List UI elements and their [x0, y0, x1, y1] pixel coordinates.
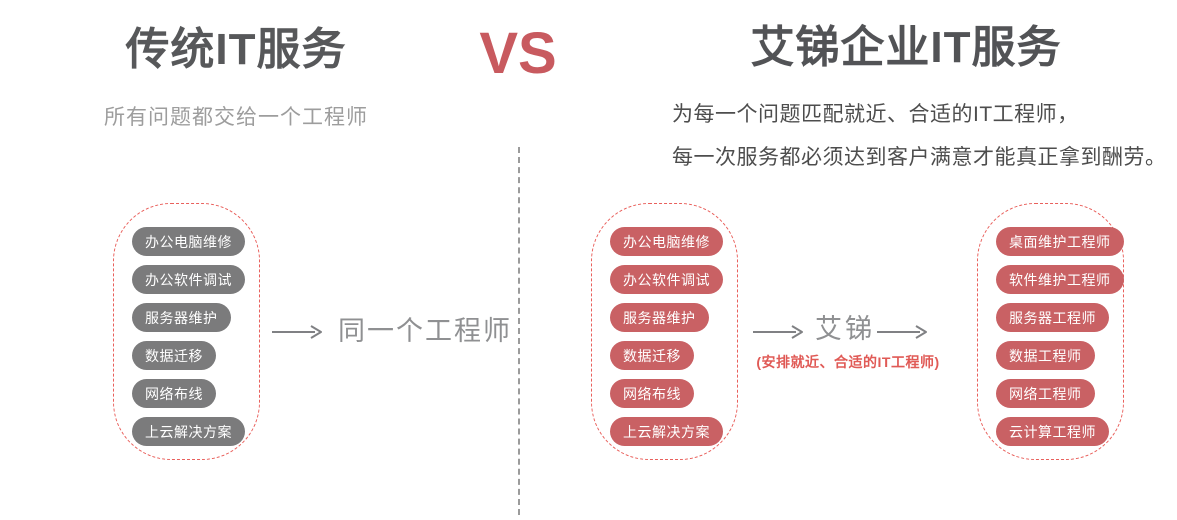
- service-pill: 上云解决方案: [132, 417, 245, 446]
- broker-label: 艾锑: [815, 314, 875, 344]
- right-title: 艾锑企业IT服务: [750, 23, 1062, 72]
- service-pill: 网络布线: [132, 379, 216, 408]
- service-pill: 办公软件调试: [132, 265, 245, 294]
- engineer-pill: 云计算工程师: [996, 417, 1109, 446]
- right-subtitle-line2: 每一次服务都必须达到客户满意才能真正拿到酬劳。: [672, 146, 1167, 169]
- service-pill: 办公电脑维修: [132, 227, 245, 256]
- right-services-box: 办公电脑维修 办公软件调试 服务器维护 数据迁移 网络布线 上云解决方案: [591, 203, 738, 460]
- service-pill: 办公软件调试: [610, 265, 723, 294]
- engineer-pill: 网络工程师: [996, 379, 1095, 408]
- service-pill: 上云解决方案: [610, 417, 723, 446]
- service-pill: 服务器维护: [610, 303, 709, 332]
- engineer-pill: 桌面维护工程师: [996, 227, 1124, 256]
- left-subtitle: 所有问题都交给一个工程师: [104, 106, 368, 129]
- engineer-pill: 软件维护工程师: [996, 265, 1124, 294]
- right-arrow-icon: [752, 324, 804, 340]
- service-pill: 数据迁移: [132, 341, 216, 370]
- service-pill: 办公电脑维修: [610, 227, 723, 256]
- right-arrow-icon: [271, 324, 323, 340]
- service-pill: 数据迁移: [610, 341, 694, 370]
- engineers-box: 桌面维护工程师 软件维护工程师 服务器工程师 数据工程师 网络工程师 云计算工程…: [977, 203, 1124, 460]
- left-title: 传统IT服务: [125, 25, 347, 74]
- broker-caption: (安排就近、合适的IT工程师): [756, 354, 940, 370]
- right-arrow-icon: [876, 324, 928, 340]
- service-pill: 服务器维护: [132, 303, 231, 332]
- vertical-divider: [518, 147, 520, 515]
- left-services-box: 办公电脑维修 办公软件调试 服务器维护 数据迁移 网络布线 上云解决方案: [113, 203, 260, 460]
- right-subtitle-line1: 为每一个问题匹配就近、合适的IT工程师，: [672, 103, 1079, 126]
- engineer-pill: 数据工程师: [996, 341, 1095, 370]
- same-engineer-label: 同一个工程师: [338, 316, 512, 346]
- engineer-pill: 服务器工程师: [996, 303, 1109, 332]
- service-pill: 网络布线: [610, 379, 694, 408]
- vs-label: VS: [479, 21, 557, 86]
